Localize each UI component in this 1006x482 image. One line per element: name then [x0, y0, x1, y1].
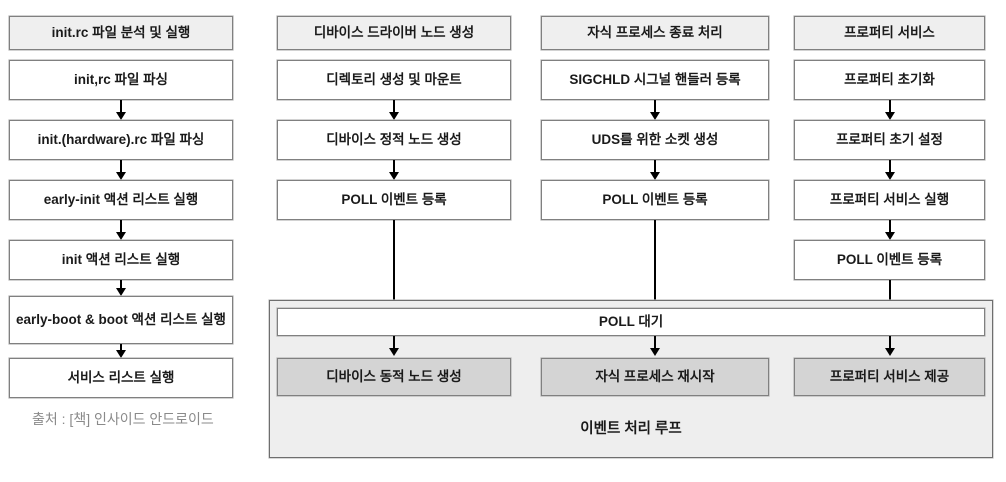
- arrowhead-col4-2: [884, 172, 895, 180]
- node-loop-col2: 디바이스 동적 노드 생성: [277, 358, 511, 396]
- arrowhead-col3-2: [649, 172, 660, 180]
- node-col4-step-2: 프로퍼티 초기 설정: [794, 120, 985, 160]
- node-col2-step-3: POLL 이벤트 등록: [277, 180, 511, 220]
- arrowhead-col1-4: [115, 288, 126, 296]
- node-col1-step-5: early-boot & boot 액션 리스트 실행: [9, 296, 233, 344]
- connector-col4-to-loop: [888, 280, 892, 310]
- node-col1-step-3: early-init 액션 리스트 실행: [9, 180, 233, 220]
- node-col3-step-3: POLL 이벤트 등록: [541, 180, 769, 220]
- arrowhead-col2-1: [388, 112, 399, 120]
- node-col1-step-1: init,rc 파일 파싱: [9, 60, 233, 100]
- node-col3-header: 자식 프로세스 종료 처리: [541, 16, 769, 50]
- arrowhead-col3-1: [649, 112, 660, 120]
- connector-col1-3: [119, 220, 123, 235]
- arrowhead-col1-1: [115, 112, 126, 120]
- source-caption: 출처 : [책] 인사이드 안드로이드: [32, 411, 214, 427]
- node-col1-step-4: init 액션 리스트 실행: [9, 240, 233, 280]
- arrowhead-col2-2: [388, 172, 399, 180]
- connector-col4-1: [888, 100, 892, 115]
- node-col1-step-6: 서비스 리스트 실행: [9, 358, 233, 398]
- arrowhead-poll-col2: [388, 348, 399, 356]
- arrowhead-col1-3: [115, 232, 126, 240]
- node-col3-step-2: UDS를 위한 소켓 생성: [541, 120, 769, 160]
- node-col2-header: 디바이스 드라이버 노드 생성: [277, 16, 511, 50]
- arrowhead-col1-5: [115, 350, 126, 358]
- connector-col1-1: [119, 100, 123, 115]
- arrowhead-col4-1: [884, 112, 895, 120]
- connector-col3-to-loop: [653, 220, 657, 310]
- connector-poll-to-col4: [888, 336, 892, 350]
- arrowhead-poll-col4: [884, 348, 895, 356]
- connector-col4-2: [888, 160, 892, 175]
- connector-col4-3: [888, 220, 892, 235]
- connector-col1-2: [119, 160, 123, 175]
- node-col4-step-4: POLL 이벤트 등록: [794, 240, 985, 280]
- node-col1-step-2: init.(hardware).rc 파일 파싱: [9, 120, 233, 160]
- node-col1-header: init.rc 파일 분석 및 실행: [9, 16, 233, 50]
- node-col2-step-1: 디렉토리 생성 및 마운트: [277, 60, 511, 100]
- connector-col2-1: [392, 100, 396, 115]
- connector-poll-to-col2: [392, 336, 396, 350]
- node-col4-step-3: 프로퍼티 서비스 실행: [794, 180, 985, 220]
- connector-col3-1: [653, 100, 657, 115]
- connector-col3-2: [653, 160, 657, 175]
- node-poll-wait: POLL 대기: [277, 308, 985, 336]
- node-col4-step-1: 프로퍼티 초기화: [794, 60, 985, 100]
- connector-col2-to-loop: [392, 220, 396, 310]
- node-col2-step-2: 디바이스 정적 노드 생성: [277, 120, 511, 160]
- connector-col1-4: [119, 280, 123, 291]
- node-loop-col3: 자식 프로세스 재시작: [541, 358, 769, 396]
- arrowhead-col1-2: [115, 172, 126, 180]
- node-col4-header: 프로퍼티 서비스: [794, 16, 985, 50]
- arrowhead-col4-3: [884, 232, 895, 240]
- arrowhead-poll-col3: [649, 348, 660, 356]
- node-col3-step-1: SIGCHLD 시그널 핸들러 등록: [541, 60, 769, 100]
- event-loop-label: 이벤트 처리 루프: [580, 421, 682, 437]
- connector-col1-5: [119, 344, 123, 354]
- node-loop-col4: 프로퍼티 서비스 제공: [794, 358, 985, 396]
- connector-col2-2: [392, 160, 396, 175]
- connector-poll-to-col3: [653, 336, 657, 350]
